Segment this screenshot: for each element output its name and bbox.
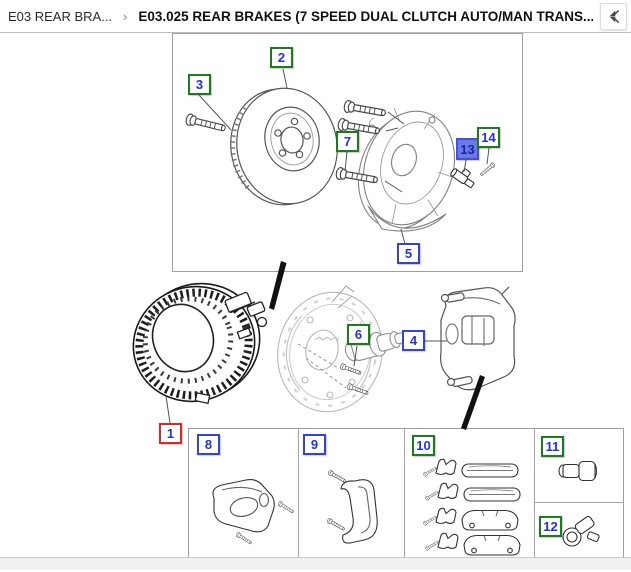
callout-1[interactable]: 1 bbox=[159, 423, 182, 444]
bolt-drawings-6 bbox=[339, 362, 370, 397]
backing-plate-drawing bbox=[277, 285, 407, 413]
breadcrumb: E03 REAR BRA... › E03.025 REAR BRAKES (7… bbox=[0, 0, 631, 33]
grid-divider bbox=[534, 429, 535, 557]
grid-divider bbox=[404, 429, 405, 557]
callout-10[interactable]: 10 bbox=[412, 435, 435, 456]
collapse-panel-button[interactable] bbox=[600, 3, 627, 30]
drum-assembly-drawing bbox=[132, 282, 268, 405]
callout-13[interactable]: 13 bbox=[456, 138, 479, 160]
exploded-view-panel bbox=[172, 33, 523, 272]
collapse-icon bbox=[609, 9, 620, 24]
grid-divider bbox=[534, 502, 624, 503]
breadcrumb-current: E03.025 REAR BRAKES (7 SPEED DUAL CLUTCH… bbox=[138, 8, 594, 24]
callout-14[interactable]: 14 bbox=[477, 127, 500, 148]
callout-9[interactable]: 9 bbox=[303, 434, 326, 455]
connector-lines bbox=[269, 261, 485, 430]
callout-6[interactable]: 6 bbox=[347, 324, 370, 345]
callout-8[interactable]: 8 bbox=[197, 434, 220, 455]
chevron-right-icon: › bbox=[123, 8, 128, 24]
breadcrumb-parent[interactable]: E03 REAR BRA... bbox=[8, 8, 113, 24]
callout-4[interactable]: 4 bbox=[402, 330, 425, 351]
callout-7[interactable]: 7 bbox=[336, 131, 359, 152]
callout-3[interactable]: 3 bbox=[188, 74, 211, 95]
callout-5[interactable]: 5 bbox=[397, 243, 420, 264]
horizontal-scrollbar[interactable] bbox=[0, 557, 631, 570]
callout-12[interactable]: 12 bbox=[539, 516, 562, 537]
callout-2[interactable]: 2 bbox=[270, 47, 293, 68]
grid-divider bbox=[298, 429, 299, 557]
caliper-drawing bbox=[439, 286, 516, 391]
callout-11[interactable]: 11 bbox=[541, 436, 564, 457]
